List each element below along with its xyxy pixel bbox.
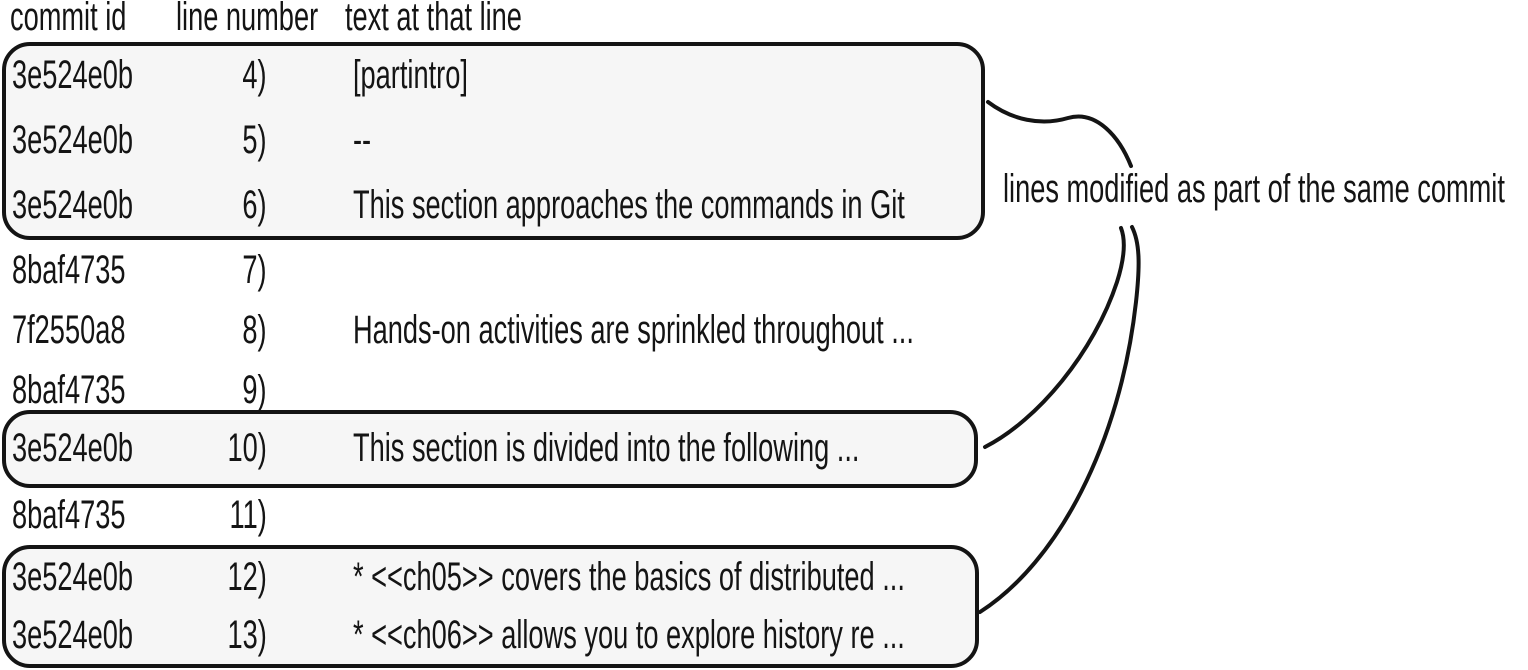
column-header-commit-id: commit id — [10, 0, 127, 39]
line-number-cell: 7) — [180, 248, 267, 292]
commit-id-cell-text: 8baf4735 — [12, 368, 126, 412]
commit-id-cell-text: 3e524e0b — [12, 183, 134, 227]
line-number-cell: 12) — [180, 555, 267, 599]
blame-row: 3e524e0b 10) This section is divided into … — [0, 426, 1000, 470]
line-number-cell: 9) — [180, 368, 267, 412]
blame-row: 3e524e0b 5) -- — [0, 118, 1000, 162]
commit-id-cell: 8baf4735 — [12, 248, 179, 292]
line-number-cell-text: 6) — [242, 183, 267, 227]
line-number-cell-text: 9) — [242, 368, 267, 412]
line-number-cell: 8) — [180, 308, 267, 352]
commit-id-cell: 3e524e0b — [12, 555, 190, 599]
blame-row: 3e524e0b 4) [partintro] — [0, 53, 1000, 97]
line-number-cell: 4) — [180, 53, 267, 97]
commit-id-cell-text: 8baf4735 — [12, 493, 126, 537]
commit-id-cell-text: 3e524e0b — [12, 555, 134, 599]
commit-group-box-3 — [2, 545, 979, 668]
blame-row: 7f2550a8 8) Hands-on activities are sprink… — [0, 308, 1000, 352]
line-number-cell: 5) — [180, 118, 267, 162]
line-number-cell: 6) — [180, 183, 267, 227]
commit-id-cell-text: 3e524e0b — [12, 118, 134, 162]
blame-row: 3e524e0b 6) This section approaches the co… — [0, 183, 1000, 227]
line-number-cell: 13) — [180, 613, 267, 657]
line-text-cell: Hands-on activities are sprinkled throug… — [353, 308, 1178, 352]
line-text-cell: [partintro] — [353, 53, 522, 97]
commit-id-cell: 3e524e0b — [12, 613, 190, 657]
line-text-cell: * <<ch06>> allows you to explore history… — [353, 613, 1165, 657]
line-text-cell-text: * <<ch06>> allows you to explore history… — [353, 613, 905, 657]
line-number-cell: 10) — [180, 426, 267, 470]
commit-group-box-1 — [2, 42, 985, 240]
line-text-cell-text: [partintro] — [353, 53, 468, 97]
line-text-cell-text: * <<ch05>> covers the basics of distribu… — [353, 555, 905, 599]
blame-row: 3e524e0b 13) * <<ch06>> allows you to expl… — [0, 613, 1000, 657]
blame-row: 8baf4735 9) — [0, 368, 1000, 412]
line-text-cell-text: -- — [353, 118, 372, 162]
commit-id-cell-text: 8baf4735 — [12, 248, 126, 292]
line-number-cell-text: 5) — [242, 118, 267, 162]
line-number-cell-text: 12) — [227, 555, 267, 599]
annotation-label: lines modified as part of the same commi… — [1003, 166, 1528, 212]
line-number-cell-text: 10) — [227, 426, 267, 470]
annotation-text: lines modified as part of the same commi… — [1003, 167, 1505, 211]
commit-id-cell: 3e524e0b — [12, 53, 190, 97]
commit-group-box-2 — [2, 410, 978, 488]
column-header-line-number: line number — [176, 0, 319, 39]
line-text-cell: This section is divided into the followi… — [353, 426, 1098, 470]
column-header-text-at-line: text at that line — [345, 0, 522, 39]
line-text-cell: * <<ch05>> covers the basics of distribu… — [353, 555, 1165, 599]
commit-id-cell-text: 3e524e0b — [12, 613, 134, 657]
commit-id-cell-text: 7f2550a8 — [12, 308, 126, 352]
commit-id-cell: 3e524e0b — [12, 426, 190, 470]
line-number-cell-text: 7) — [242, 248, 267, 292]
commit-id-cell-text: 3e524e0b — [12, 53, 134, 97]
blame-row: 8baf4735 7) — [0, 248, 1000, 292]
line-text-cell-text: Hands-on activities are sprinkled throug… — [353, 308, 914, 352]
line-text-cell-text: This section is divided into the followi… — [353, 426, 860, 470]
commit-id-cell: 3e524e0b — [12, 183, 190, 227]
line-text-cell-text: This section approaches the commands in … — [353, 183, 905, 227]
commit-id-cell: 8baf4735 — [12, 493, 179, 537]
commit-id-cell: 3e524e0b — [12, 118, 190, 162]
line-number-cell-text: 4) — [242, 53, 267, 97]
line-number-cell: 11) — [180, 493, 267, 537]
commit-id-cell-text: 3e524e0b — [12, 426, 134, 470]
commit-id-cell: 8baf4735 — [12, 368, 179, 412]
blame-row: 8baf4735 11) — [0, 493, 1000, 537]
line-number-cell-text: 11) — [229, 493, 267, 537]
line-text-cell: -- — [353, 118, 380, 162]
line-number-cell-text: 8) — [242, 308, 267, 352]
line-text-cell: This section approaches the commands in … — [353, 183, 1165, 227]
blame-row: 3e524e0b 12) * <<ch05>> covers the basics … — [0, 555, 1000, 599]
line-number-cell-text: 13) — [227, 613, 267, 657]
commit-id-cell: 7f2550a8 — [12, 308, 179, 352]
